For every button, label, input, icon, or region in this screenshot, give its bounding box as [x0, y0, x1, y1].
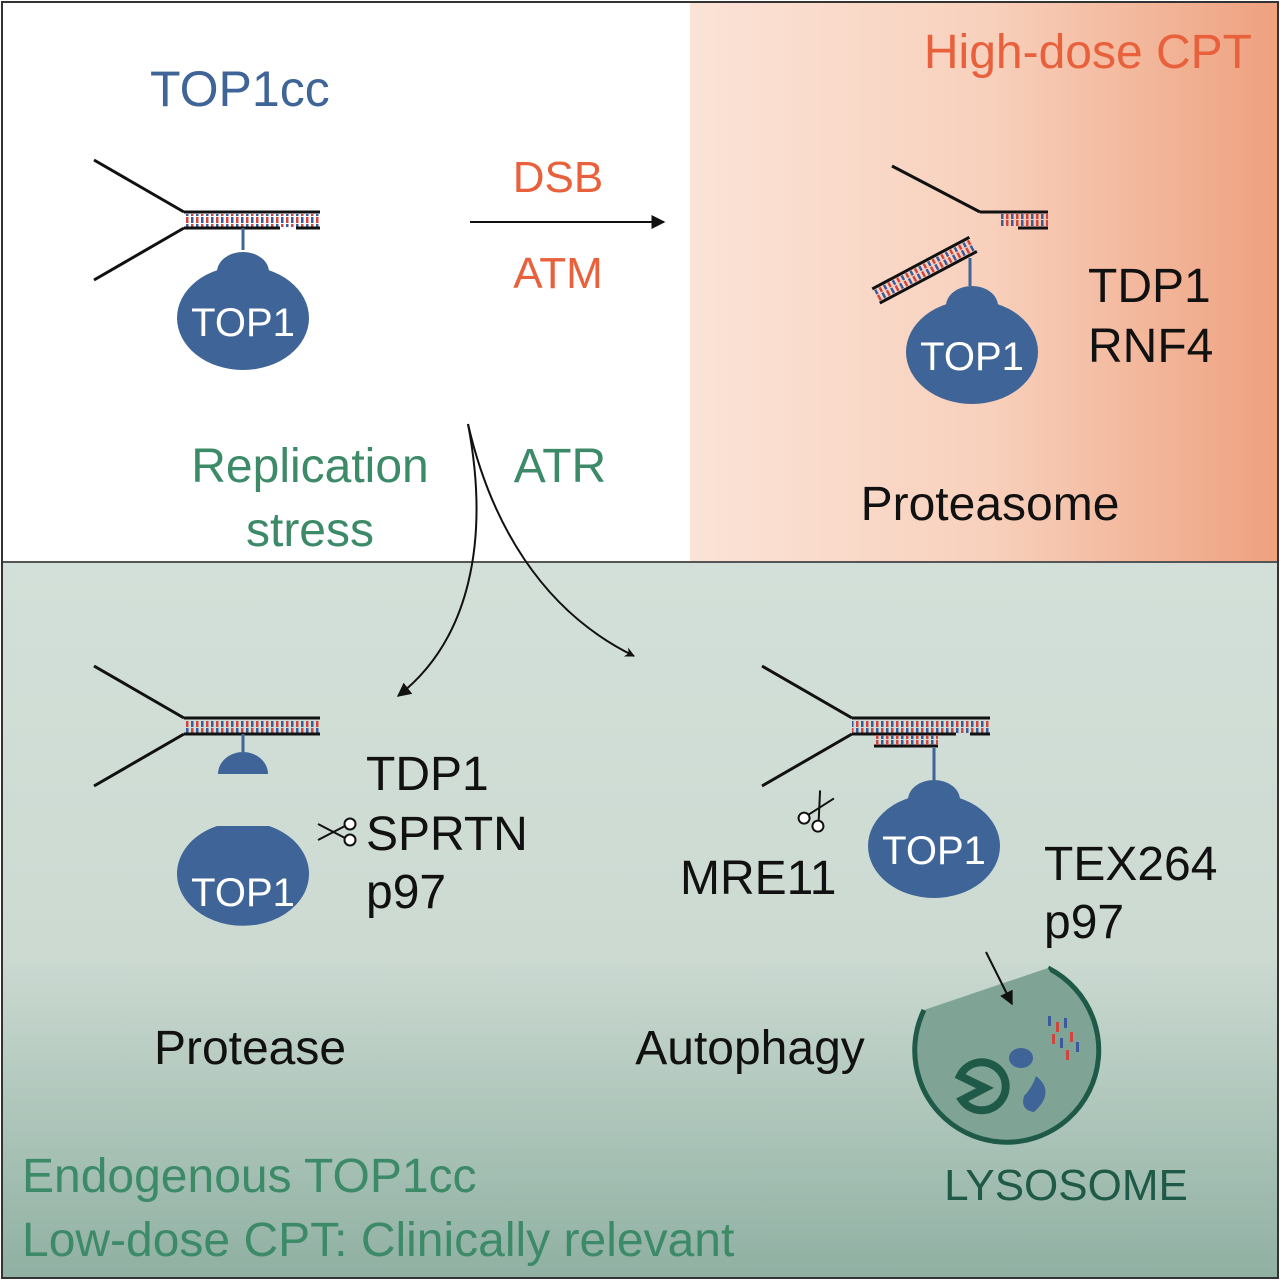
top1cc-title: TOP1cc — [150, 61, 330, 117]
atr-label: ATR — [514, 440, 606, 493]
tdp1-label-protease: TDP1 — [366, 748, 489, 801]
lysosome-icon — [912, 965, 1102, 1145]
arrow-icon — [396, 423, 478, 697]
sprtn-label: SPRTN — [366, 808, 528, 861]
dna-cleaved-duplex-icon — [871, 235, 978, 305]
footer-line-1: Endogenous TOP1cc — [22, 1150, 477, 1203]
stress-label: stress — [246, 504, 374, 557]
dna-fork-icon — [93, 664, 320, 788]
dna-broken-end-icon — [891, 164, 1048, 230]
dna-fork-icon — [761, 664, 990, 788]
protease-label: Protease — [154, 1022, 346, 1075]
proteasome-label: Proteasome — [861, 478, 1120, 531]
p97-label-protease: p97 — [366, 866, 446, 919]
high-dose-panel — [690, 2, 1278, 562]
dsb-label: DSB — [513, 153, 603, 202]
tex264-label: TEX264 — [1044, 838, 1217, 891]
p97-label-autophagy: p97 — [1044, 896, 1124, 949]
top1-label-high-dose: TOP1 — [920, 335, 1024, 379]
top1-protein-icon — [177, 826, 309, 926]
autophagy-label: Autophagy — [635, 1022, 865, 1075]
arrow-icon — [985, 951, 1013, 1006]
arrow-icon — [467, 423, 635, 657]
dna-fork-icon — [93, 158, 320, 282]
footer-line-2: Low-dose CPT: Clinically relevant — [22, 1214, 734, 1267]
lysosome-label: LYSOSOME — [944, 1161, 1188, 1210]
top1-label-protease: TOP1 — [191, 871, 295, 915]
high-dose-title: High-dose CPT — [924, 26, 1252, 79]
atm-label: ATM — [513, 249, 603, 298]
replication-label: Replication — [191, 440, 428, 493]
mre11-label: MRE11 — [680, 852, 837, 905]
rnf4-label: RNF4 — [1088, 320, 1213, 373]
top1-label-top: TOP1 — [191, 301, 295, 345]
top1-label-autophagy: TOP1 — [882, 829, 986, 873]
tdp1-label-high-dose: TDP1 — [1088, 260, 1211, 313]
